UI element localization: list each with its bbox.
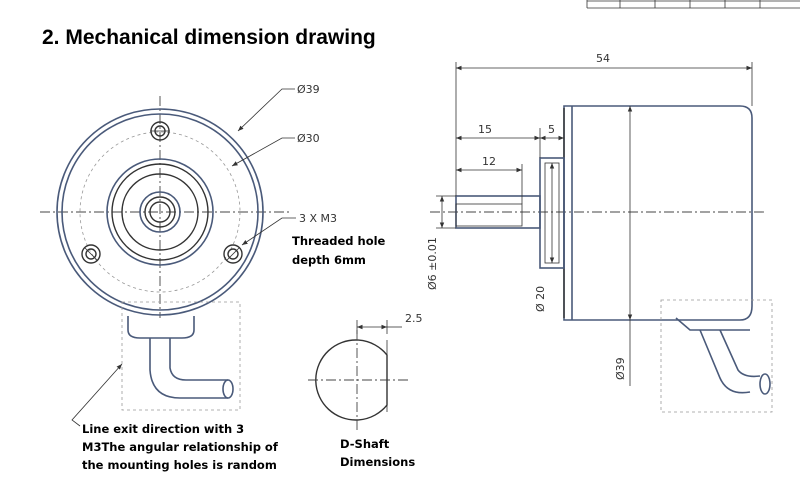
mounting-hole [223,244,243,264]
dim-pilot-diameter: Ø 20 [534,286,547,312]
d-shaft-label-2: Dimensions [340,455,415,469]
front-view: Ø39 Ø30 3 X M3 Threaded hole depth 6mm L… [40,83,386,472]
dim-outer-diameter: Ø39 [297,83,320,96]
mounting-hole [150,121,170,141]
d-shaft-view: 2.5 D-Shaft Dimensions [308,312,423,469]
dim-flange-thickness: 5 [548,123,555,136]
table-fragment [586,0,800,9]
dim-overall-length: 54 [596,52,610,65]
dim-bolt-circle: Ø30 [297,132,320,145]
exit-note-line-1: Line exit direction with 3 [82,422,244,436]
page-title: 2. Mechanical dimension drawing [42,26,376,49]
dim-shaft-diameter: Ø6 ±0.01 [426,237,439,290]
hole-spec: 3 X M3 [299,212,337,225]
exit-note-line-3: the mounting holes is random [82,458,277,472]
dim-pilot-length: 15 [478,123,492,136]
dim-d-flat: 2.5 [405,312,423,325]
d-shaft-label-1: D-Shaft [340,437,390,451]
thread-note-line-1: Threaded hole [292,234,386,248]
thread-note-line-2: depth 6mm [292,253,366,267]
exit-note-line-2: M3The angular relationship of [82,440,279,454]
side-view: 54 15 5 12 Ø6 ±0.01 Ø 20 Ø39 [426,52,773,413]
dim-body-diameter: Ø39 [614,357,627,380]
cable-exit-box [121,301,241,411]
mounting-hole [81,244,101,264]
dim-shaft-length: 12 [482,155,496,168]
